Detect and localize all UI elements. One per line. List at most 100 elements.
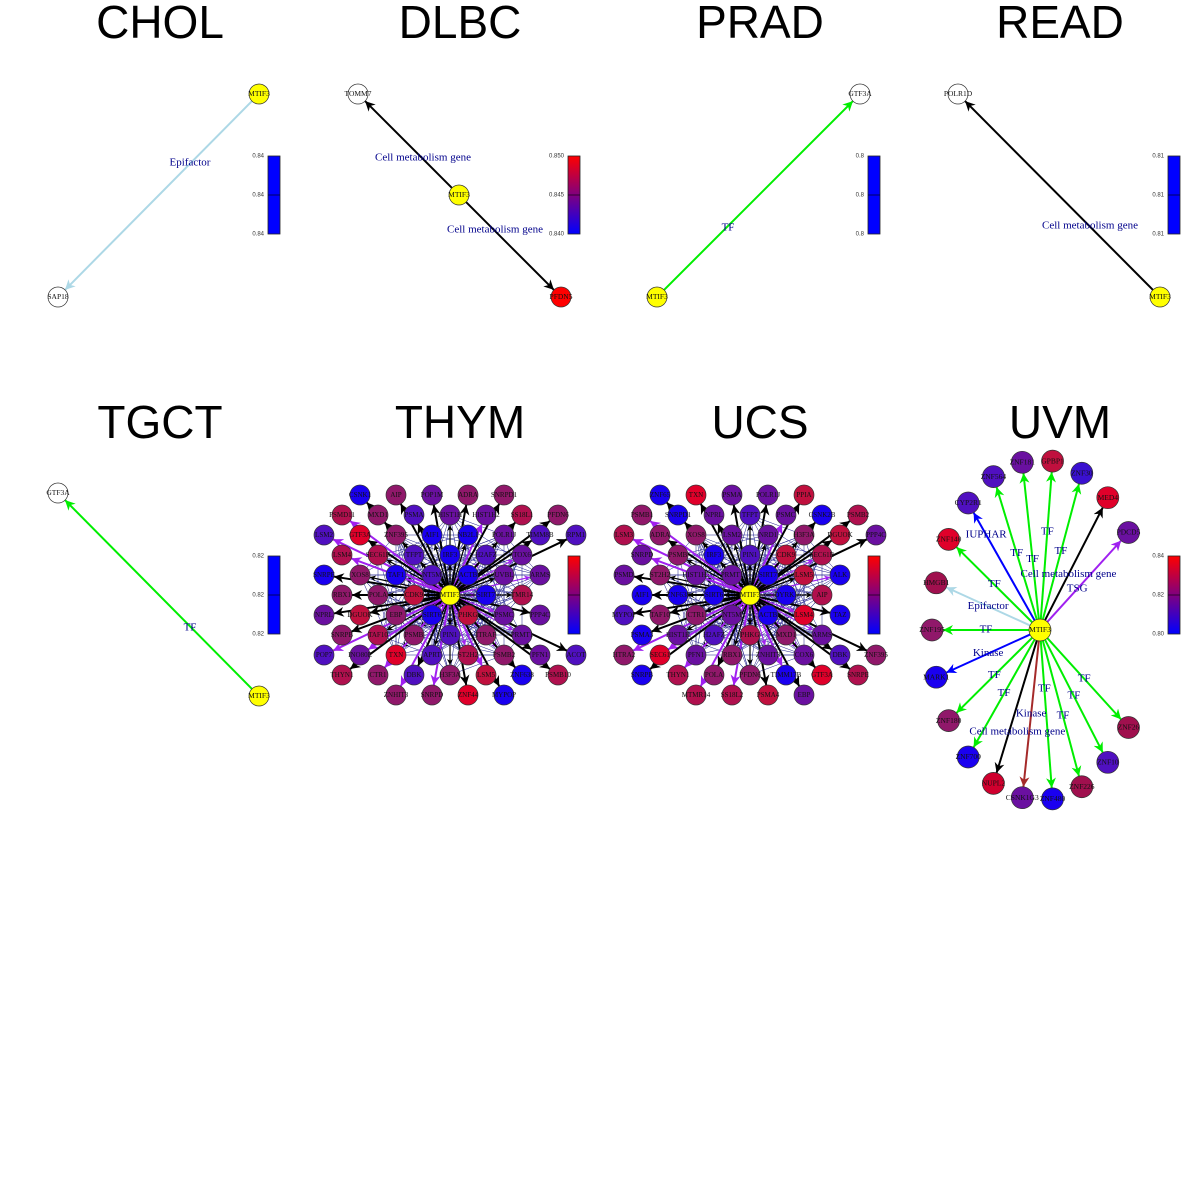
panel-title: THYM bbox=[395, 396, 525, 448]
edge bbox=[972, 512, 1036, 621]
node-circle bbox=[457, 524, 479, 546]
node-circle bbox=[367, 664, 389, 686]
node-circle bbox=[613, 564, 635, 586]
node-circle bbox=[757, 684, 779, 706]
node-circle bbox=[349, 484, 371, 506]
node-label: IRF3 bbox=[443, 551, 458, 559]
node-label: PSMB bbox=[405, 631, 424, 639]
colorbar-tick-label: 0.81 bbox=[1152, 193, 1164, 199]
node-label: PFN1 bbox=[688, 651, 705, 659]
node-circle bbox=[475, 544, 497, 566]
node-label: SIRT6 bbox=[705, 591, 724, 599]
node-circle bbox=[1096, 486, 1120, 510]
edge bbox=[752, 544, 767, 586]
node-label: ARMS bbox=[530, 571, 550, 579]
node-circle bbox=[829, 644, 851, 666]
node-label: ZNF226 bbox=[1069, 782, 1095, 791]
node-label: ZNF638 bbox=[510, 671, 534, 679]
node-circle bbox=[757, 644, 779, 666]
edges bbox=[364, 100, 555, 291]
node-circle bbox=[421, 524, 443, 546]
node-circle bbox=[331, 664, 353, 686]
edge bbox=[452, 544, 467, 586]
node-label: HIST1H2 bbox=[682, 571, 710, 579]
node-circle bbox=[248, 685, 270, 707]
node-circle bbox=[937, 528, 960, 551]
node-label: MXD1 bbox=[776, 631, 796, 639]
edge-label: Cell metabolism gene bbox=[1021, 568, 1117, 580]
node-circle bbox=[649, 484, 671, 506]
edge bbox=[1046, 637, 1122, 721]
edge bbox=[64, 499, 253, 690]
edge bbox=[458, 598, 568, 652]
node-label: SIRT7 bbox=[759, 571, 778, 579]
colorbar-tick-label: 0.8 bbox=[856, 232, 865, 238]
edge bbox=[64, 100, 253, 291]
node-circle bbox=[811, 544, 833, 566]
node-circle bbox=[403, 544, 425, 566]
node-circle bbox=[685, 644, 707, 666]
node-label: MYPOP bbox=[492, 691, 516, 699]
node-label: PFDN6 bbox=[547, 511, 569, 519]
node-label: CDK9 bbox=[777, 551, 796, 559]
node-label: TMR14 bbox=[511, 591, 534, 599]
node-circle bbox=[313, 644, 335, 666]
node-label: TAZ bbox=[833, 611, 846, 619]
node-labels: MTIF3ZNF140ZNF564HMGB1CYP2R1ZNF181ZNF195… bbox=[919, 456, 1140, 803]
edge bbox=[955, 546, 1033, 623]
node-label: MTMR14 bbox=[682, 691, 711, 699]
node-label: PHKG bbox=[740, 631, 759, 639]
node-label: ZNF480 bbox=[1040, 794, 1066, 803]
node-circle bbox=[721, 484, 743, 506]
node-label: MTIF3 bbox=[440, 591, 461, 599]
node-circle bbox=[631, 504, 653, 526]
node-circle bbox=[313, 524, 335, 546]
edge bbox=[945, 633, 1031, 674]
node-label: H2AFZ bbox=[475, 551, 497, 559]
colorbar: 0.810.810.81 bbox=[1152, 154, 1181, 238]
node-circle bbox=[457, 484, 479, 506]
edge bbox=[459, 575, 531, 594]
node-label: LSM5 bbox=[477, 671, 495, 679]
node-circle bbox=[667, 664, 689, 686]
node-label: SS18L2 bbox=[721, 691, 744, 699]
node-circle bbox=[631, 584, 653, 606]
edge-label: Kinase bbox=[973, 647, 1004, 659]
node-label: TAF1 bbox=[388, 571, 405, 579]
node-label: PRMT1 bbox=[721, 571, 744, 579]
node-circle bbox=[685, 484, 707, 506]
node-circle bbox=[349, 644, 371, 666]
node-circle bbox=[457, 604, 479, 626]
node-label: LSM2 bbox=[723, 531, 741, 539]
node-label: MED4 bbox=[1098, 493, 1119, 502]
node-circle bbox=[457, 644, 479, 666]
node-circle bbox=[865, 524, 887, 546]
node-circle bbox=[721, 564, 743, 586]
node-label: ACTB bbox=[759, 611, 778, 619]
edge bbox=[750, 504, 770, 586]
node-circle bbox=[565, 644, 587, 666]
node-label: SNRPD bbox=[631, 551, 654, 559]
node-circle bbox=[703, 504, 725, 526]
node-label: IRF3 bbox=[707, 551, 722, 559]
node-label: CYP2R1 bbox=[955, 498, 982, 507]
edge bbox=[332, 538, 442, 592]
node-label: ZNF10 bbox=[1097, 758, 1119, 767]
node-circle bbox=[529, 604, 551, 626]
node-circle bbox=[1096, 750, 1120, 774]
node-circle bbox=[421, 484, 443, 506]
node-label: HIST1H bbox=[666, 631, 690, 639]
node-label: ACTB bbox=[459, 571, 478, 579]
node-label: ZNF26 bbox=[1118, 723, 1140, 732]
node-label: NB2L1 bbox=[458, 531, 480, 539]
node-label: MTIF3 bbox=[448, 190, 470, 199]
edge bbox=[663, 100, 854, 291]
node-circle bbox=[775, 504, 797, 526]
node-circle bbox=[493, 604, 515, 626]
node-label: POLR1J bbox=[492, 531, 516, 539]
node-label: INO80E bbox=[348, 651, 372, 659]
